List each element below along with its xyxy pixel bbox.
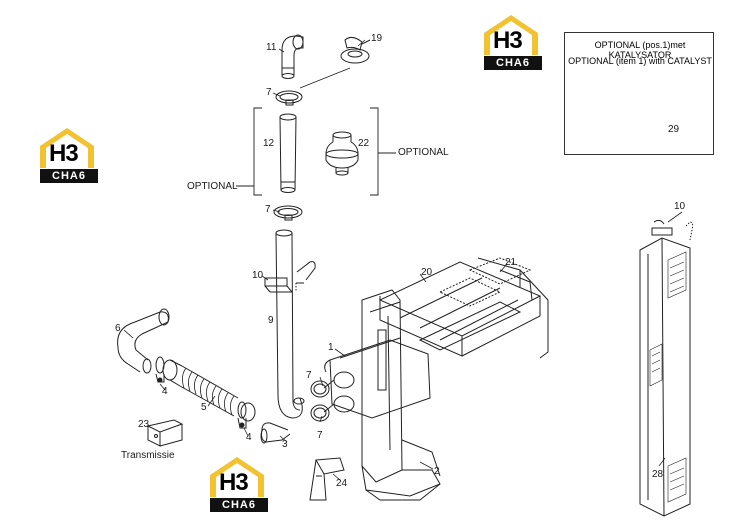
logo-house-icon [210, 457, 264, 497]
part-3-elbow [260, 422, 291, 444]
part-1-muffler [323, 337, 431, 419]
part-24-mount-plate [309, 457, 345, 501]
part-7-clamp-top [275, 90, 303, 106]
inset-caption-dutch: OPTIONAL (pos.1)met KATALYSATOR [594, 40, 686, 60]
label-4: 4 [162, 386, 168, 397]
label-optional-left: OPTIONAL [187, 181, 238, 192]
label-20: 20 [421, 267, 433, 278]
optional-brackets [236, 107, 396, 196]
part-2-support-bracket [361, 289, 441, 501]
part-7-clamp-lower-1 [310, 380, 330, 398]
logo-house-icon [484, 15, 538, 55]
label-7: 7 [306, 370, 312, 381]
part-10-bracket-left [264, 261, 316, 293]
label-7: 7 [317, 430, 323, 441]
logo-mark-text: H3 [219, 469, 249, 496]
logo-mark-text: H3 [49, 140, 79, 167]
part-19-rain-cap [340, 36, 371, 64]
label-24: 24 [336, 478, 348, 489]
logo-bar-text: CHA6 [484, 56, 542, 70]
label-transmissie: Transmissie [121, 450, 175, 461]
label-1: 1 [328, 342, 334, 353]
label-29: 29 [668, 124, 680, 135]
label-22: 22 [358, 138, 370, 149]
label-19: 19 [371, 33, 383, 44]
label-23: 23 [138, 419, 150, 430]
label-3: 3 [282, 439, 288, 450]
inset-caption-english: OPTIONAL (item 1) with CATALYST [568, 56, 712, 66]
label-10: 10 [674, 201, 686, 212]
label-4: 4 [246, 432, 252, 443]
logo-house-icon [40, 128, 94, 168]
watermark-logo: H3 CHA6 [36, 126, 98, 184]
label-10: 10 [252, 270, 264, 281]
part-12-optional-pipe [279, 113, 297, 193]
label-21: 21 [505, 257, 517, 268]
logo-bar-text: CHA6 [40, 169, 98, 183]
part-21-side-shield [477, 257, 549, 359]
label-11: 11 [266, 42, 277, 53]
part-20-heat-shield [378, 257, 542, 357]
part-22-muffler-insert [325, 131, 359, 176]
label-6: 6 [115, 323, 121, 334]
watermark-logo: H3 CHA6 [206, 455, 268, 513]
label-2: 2 [434, 466, 440, 477]
part-7-clamp-mid [273, 205, 303, 221]
label-12: 12 [263, 138, 275, 149]
part-9-exhaust-pipe [275, 229, 305, 419]
part-11-curved-stack [281, 34, 304, 79]
label-28: 28 [652, 469, 664, 480]
part-23-transmission-bracket [146, 419, 184, 447]
part-28-vertical-heat-shield [639, 237, 691, 517]
part-4-clamp-right [237, 401, 247, 429]
logo-bar-text: CHA6 [210, 498, 268, 512]
part-7-clamp-lower-2 [310, 404, 330, 422]
logo-mark-text: H3 [493, 27, 523, 54]
label-9: 9 [268, 315, 274, 326]
part-6-bent-pipe [117, 308, 170, 374]
label-optional-right: OPTIONAL [398, 147, 449, 158]
catalyst-option-inset: OPTIONAL (pos.1)met KATALYSATOR OPTIONAL… [564, 32, 714, 155]
label-5: 5 [201, 402, 207, 413]
part-5-flex-hose [162, 359, 256, 422]
label-7: 7 [266, 87, 272, 98]
label-7: 7 [265, 204, 271, 215]
part-10-bracket-right [651, 219, 694, 241]
watermark-logo: H3 CHA6 [480, 13, 542, 71]
